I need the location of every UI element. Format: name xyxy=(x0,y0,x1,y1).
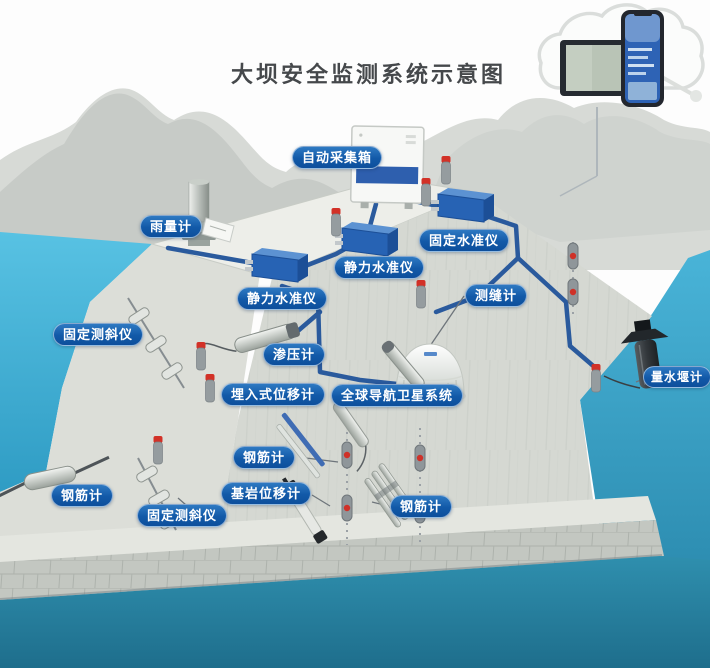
water-left xyxy=(0,232,152,492)
rebar-rods-device xyxy=(276,412,325,479)
label-rain-gauge: 雨量计 xyxy=(140,215,203,238)
page-title: 大坝安全监测系统示意图 xyxy=(231,62,507,87)
label-auto-collection-box: 自动采集箱 xyxy=(292,146,383,169)
label-fixed-level: 固定水准仪 xyxy=(419,229,510,252)
joint-meter-probe-device xyxy=(381,340,425,390)
label-gnss: 全球导航卫星系统 xyxy=(331,384,464,407)
marker-posts xyxy=(153,156,601,465)
label-rebar-meter-middle: 钢筋计 xyxy=(233,446,296,469)
label-static-level-upper: 静力水准仪 xyxy=(334,256,425,279)
label-static-level-lower: 静力水准仪 xyxy=(237,287,328,310)
label-rebar-meter-right: 钢筋计 xyxy=(390,495,453,518)
level-box-lower-device xyxy=(245,248,308,283)
dam-berm xyxy=(0,496,656,562)
auto-collection-box-device xyxy=(349,125,425,210)
label-piezometer: 渗压计 xyxy=(263,343,326,366)
label-fixed-inclinometer-left: 固定测斜仪 xyxy=(53,323,144,346)
dam-base-wall xyxy=(0,520,664,600)
label-joint-meter: 测缝计 xyxy=(465,284,528,307)
label-weir-gauge: 量水堰计 xyxy=(643,366,710,388)
label-bedrock-displacement-meter: 基岩位移计 xyxy=(221,482,312,505)
waterline-shadow xyxy=(0,554,663,600)
label-fixed-inclinometer-bottom: 固定测斜仪 xyxy=(137,504,228,527)
data-link-line xyxy=(559,107,598,197)
level-box-upper-device xyxy=(335,222,398,257)
label-embedded-displacement-meter: 埋入式位移计 xyxy=(221,383,326,406)
rebar-meter-device-left xyxy=(0,455,110,500)
water-bottom xyxy=(0,556,710,668)
level-box-fixed-device xyxy=(431,188,494,223)
smartphone-icon xyxy=(621,10,664,107)
label-rebar-meter-left: 钢筋计 xyxy=(51,484,114,507)
inclinometer-chain-left xyxy=(127,297,185,389)
